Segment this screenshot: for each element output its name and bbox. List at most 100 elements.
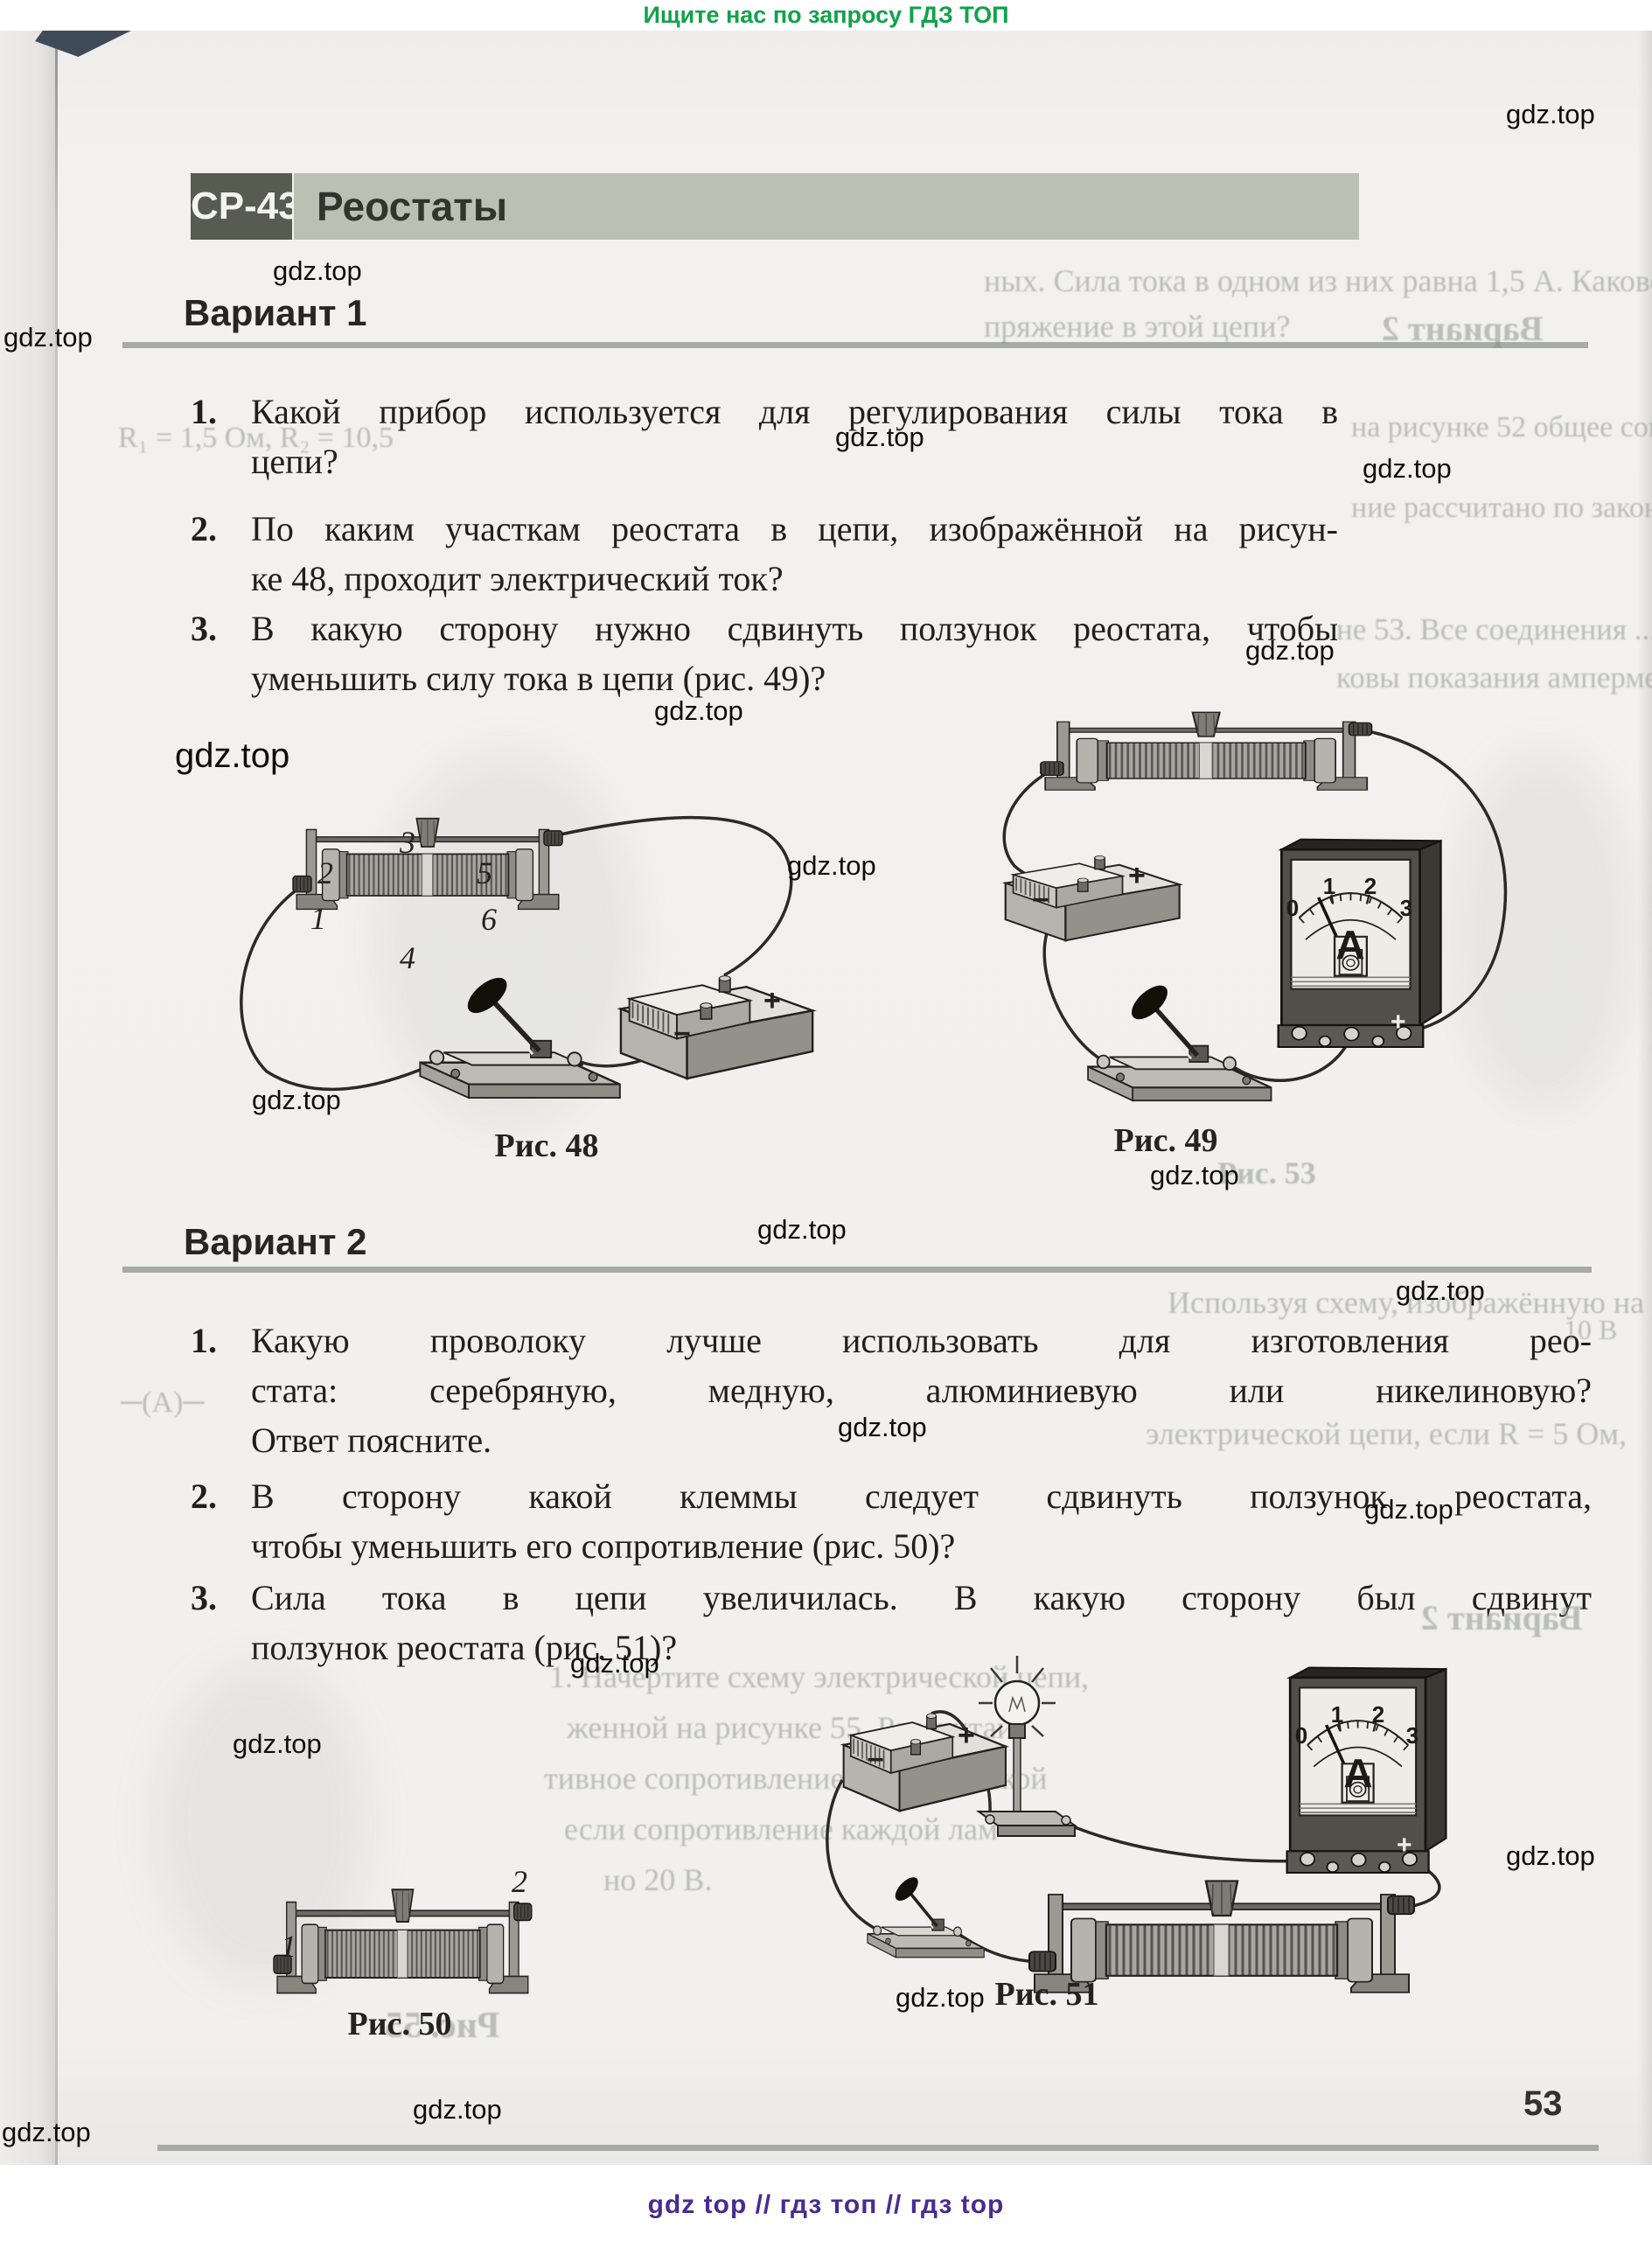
footer-links: gdz top // гдз топ // гдз top <box>647 2190 1005 2219</box>
question-line: В сторону какой клеммы следует сдвинуть … <box>251 1477 1592 1516</box>
gdz-watermark: gdz.top <box>787 850 876 881</box>
question-line: уменьшить силу тока в цепи (рис. 49)? <box>251 659 826 698</box>
gdz-watermark: gdz.top <box>175 737 290 775</box>
question-line: Какую проволоку лучше использовать для и… <box>251 1321 1592 1360</box>
question-line: чтобы уменьшить его сопротивление (рис. … <box>251 1526 956 1566</box>
battery-plus-sign: + <box>763 984 781 1017</box>
ammeter-scale-3: 3 <box>1400 895 1412 921</box>
ammeter-scale-0: 0 <box>1286 895 1299 921</box>
bleedthrough-text: на рисунке 52 общее сопротивле <box>1351 411 1652 443</box>
bleedthrough-text: не 53. Все соединения ... 2 А? Ка- <box>1336 612 1652 646</box>
section-title-bar: Реостаты <box>294 173 1359 240</box>
terminal-label-6: 6 <box>481 902 497 937</box>
rheostat-illustration <box>1039 711 1373 792</box>
gdz-watermark: gdz.top <box>835 422 924 452</box>
terminal-label-3: 3 <box>399 825 415 860</box>
ammeter-scale-3: 3 <box>1406 1722 1418 1749</box>
gdz-watermark: gdz.top <box>3 322 93 353</box>
divider-bottom <box>157 2145 1599 2151</box>
binding-crease <box>55 31 58 2165</box>
question-line: Сила тока в цепи увеличилась. В какую ст… <box>251 1578 1592 1617</box>
switch-key-illustration <box>1088 979 1271 1100</box>
gdz-watermark: gdz.top <box>1364 1494 1453 1525</box>
switch-key-illustration <box>420 971 619 1098</box>
gdz-watermark: gdz.top <box>2 2117 91 2147</box>
bleedthrough-text: электрической цепи, если R = 5 Ом, <box>1146 1416 1628 1451</box>
gdz-watermark: gdz.top <box>570 1648 659 1679</box>
bleedthrough-text: ковы показания амперметров? Ответ поясни… <box>1336 660 1652 695</box>
figure-48-illustration: + − 1 2 3 4 5 6 <box>240 815 814 1159</box>
ammeter-scale-1: 1 <box>1331 1701 1343 1728</box>
question-line: В какую сторону нужно сдвинуть ползунок … <box>251 609 1338 648</box>
battery-minus-sign: − <box>673 1017 691 1051</box>
rheostat-illustration <box>272 1888 533 1994</box>
promo-banner: Ищите нас по запросу ГДЗ ТОП <box>643 2 1009 28</box>
question-text: В сторону какой клеммы следует сдвинуть … <box>251 1471 1592 1571</box>
question-number: 2. <box>191 1477 217 1516</box>
switch-key-illustration <box>866 1871 986 1959</box>
bleedthrough-blob <box>1452 752 1635 1111</box>
question-v2-3: 3. Сила тока в цепи увеличилась. В какую… <box>191 1573 1592 1672</box>
rheostat-illustration <box>292 817 563 911</box>
variant2-heading: Вариант 2 <box>184 1221 367 1262</box>
figure-50-illustration: 1 2 <box>272 1864 533 1994</box>
question-line: цепи? <box>251 442 338 481</box>
ammeter-unit-label: A <box>1343 1750 1372 1796</box>
bleedthrough-text: R₁ = 1,5 Ом, R₂ = 10,5 <box>118 422 394 454</box>
question-text: По каким участкам реостата в цепи, изобр… <box>251 504 1338 604</box>
bleedthrough-text: ние рассчитано по закону Ома <box>1351 492 1652 524</box>
question-number: 3. <box>191 609 217 648</box>
bleedthrough-text: 10 В <box>1564 1314 1618 1345</box>
question-text: Сила тока в цепи увеличилась. В какую ст… <box>251 1573 1592 1672</box>
question-line: ползунок реостата (рис. 51)? <box>251 1628 678 1667</box>
terminal-label-4: 4 <box>400 940 415 975</box>
bleedthrough-text: но 20 В. <box>603 1862 713 1897</box>
terminal-label-1: 1 <box>310 901 326 936</box>
gdz-watermark: gdz.top <box>1396 1275 1485 1306</box>
question-number: 1. <box>191 1321 217 1360</box>
section-title: Реостаты <box>317 184 508 229</box>
question-text: Какую проволоку лучше использовать для и… <box>251 1316 1592 1465</box>
bleedthrough-text: ных. Сила тока в одном из них равна 1,5 … <box>984 263 1652 298</box>
figure-49-illustration: + − 0 1 2 3 A + <box>1002 711 1508 1163</box>
gdz-watermark: gdz.top <box>896 1982 985 2013</box>
question-text: В какую сторону нужно сдвинуть ползунок … <box>251 604 1338 703</box>
ammeter-plus-terminal: + <box>1397 1831 1412 1860</box>
divider-variant1 <box>122 342 1588 348</box>
gdz-watermark: gdz.top <box>233 1728 322 1759</box>
variant1-heading: Вариант 1 <box>184 292 367 333</box>
question-v2-2: 2. В сторону какой клеммы следует сдвину… <box>191 1471 1592 1571</box>
gdz-watermark: gdz.top <box>654 695 743 726</box>
gdz-watermark: gdz.top <box>1506 1840 1595 1871</box>
question-text: Какой прибор используется для регулирова… <box>251 387 1338 486</box>
gdz-watermark: gdz.top <box>273 255 362 286</box>
ammeter-unit-label: A <box>1335 922 1364 967</box>
figure-50-caption: Рис. 50 <box>347 2006 452 2042</box>
question-number: 1. <box>191 392 217 431</box>
bleedthrough-text: пряжение в этой цепи? <box>984 309 1291 344</box>
ammeter-scale-2: 2 <box>1372 1701 1384 1728</box>
bleedthrough-text: Используя схему, изображённую на ри <box>1168 1285 1652 1320</box>
question-line: ке 48, проходит электрический ток? <box>251 559 784 598</box>
figure-49-caption: Рис. 49 <box>1113 1122 1218 1159</box>
gdz-watermark: gdz.top <box>1506 99 1595 129</box>
ammeter-scale-0: 0 <box>1295 1722 1307 1749</box>
bleedthrough-text: Вариант 2 <box>1382 309 1544 348</box>
question-v1-2: 2. По каким участкам реостата в цепи, из… <box>191 504 1338 604</box>
figure-51-caption: Рис. 51 <box>994 1976 1099 2013</box>
bleedthrough-text: Рис. 53 <box>1217 1155 1316 1190</box>
gdz-watermark: gdz.top <box>838 1412 927 1442</box>
page-number: 53 <box>1523 2084 1563 2123</box>
section-code-badge: СР-43 <box>191 173 300 240</box>
bleedthrough-text: если сопротивление каждой лам- <box>564 1812 1008 1847</box>
question-v2-1: 1. Какую проволоку лучше использовать дл… <box>191 1316 1592 1465</box>
gdz-watermark: gdz.top <box>252 1085 341 1115</box>
gdz-watermark: gdz.top <box>413 2094 502 2125</box>
question-line: Какой прибор используется для регулирова… <box>251 392 1338 431</box>
terminal-label-5: 5 <box>477 855 492 890</box>
battery-minus-sign: − <box>1032 883 1049 917</box>
terminal-label-1: 1 <box>281 1929 296 1964</box>
question-v1-3: 3. В какую сторону нужно сдвинуть ползун… <box>191 604 1338 703</box>
battery-plus-sign: + <box>958 1719 975 1752</box>
